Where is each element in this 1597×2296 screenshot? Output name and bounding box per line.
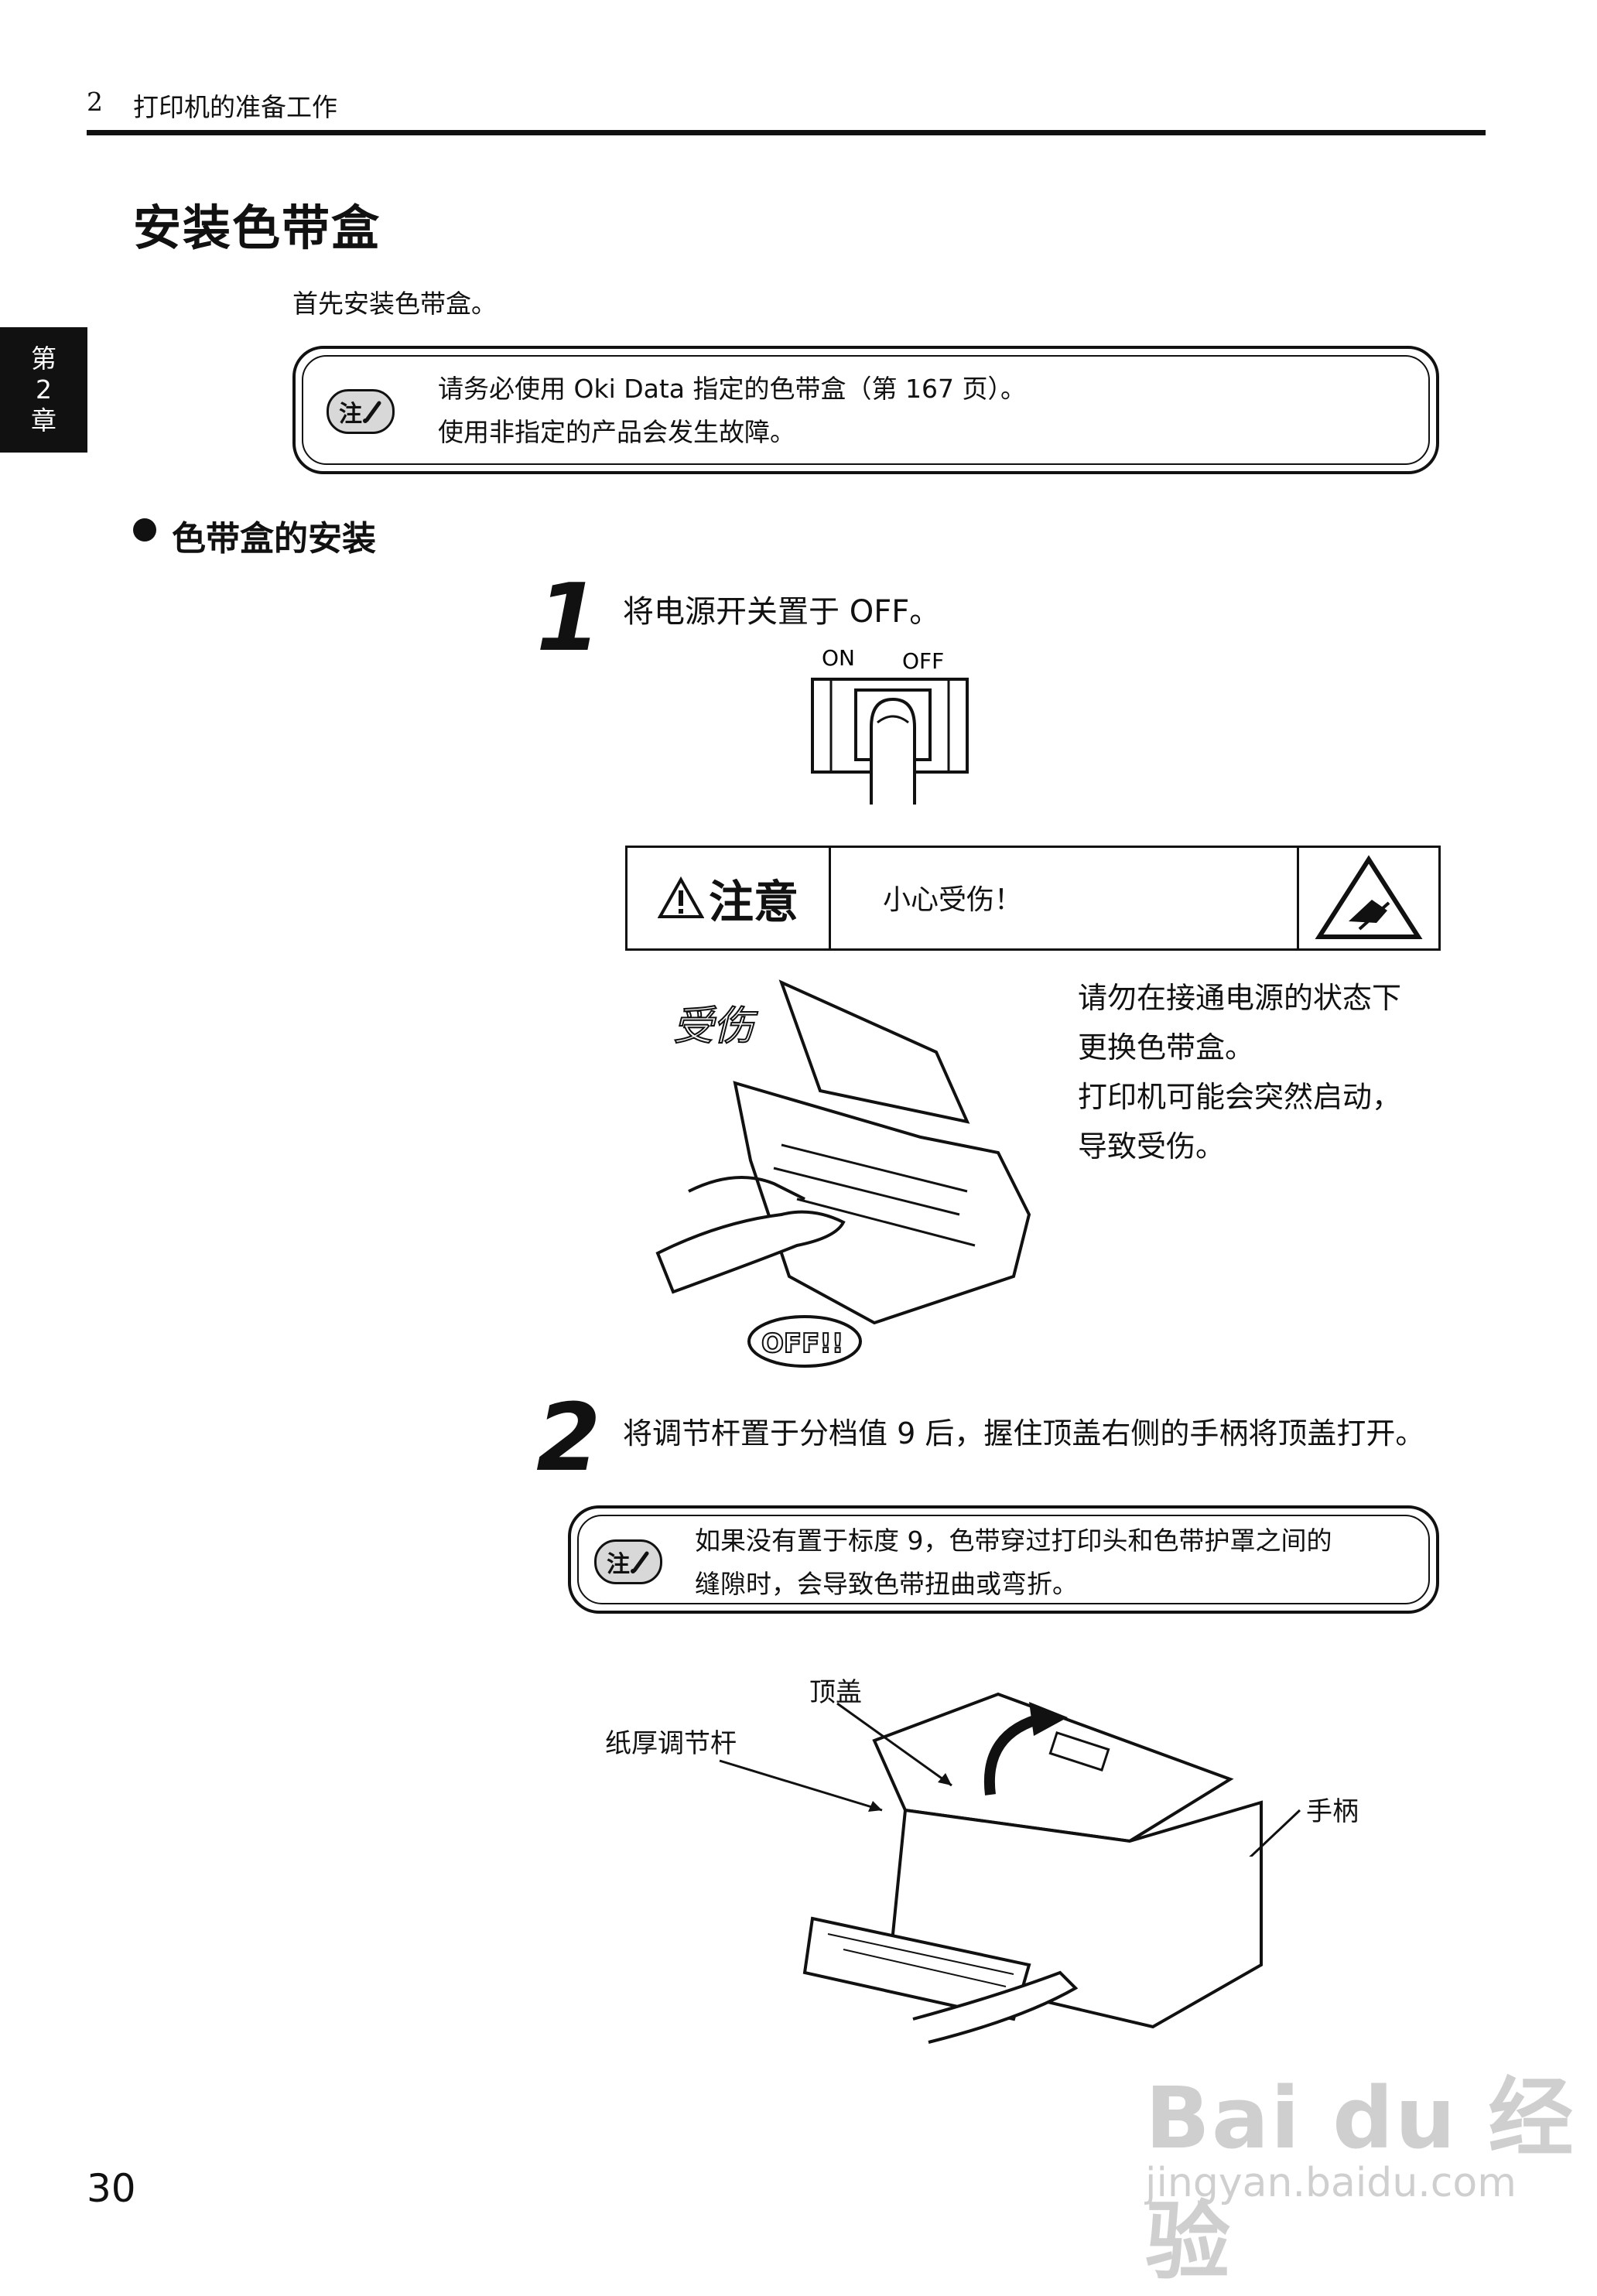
power-switch-illustration: ON OFF (811, 645, 969, 805)
pencil-icon (363, 401, 381, 423)
note-badge-label: 注 (607, 1551, 630, 1578)
note-box-inner (577, 1515, 1430, 1604)
switch-on-label: ON (822, 645, 855, 671)
section-title: 安装色带盒 (133, 200, 381, 256)
chapter-tab-line3: 章 (31, 405, 56, 436)
note-badge-label: 注 (339, 401, 362, 428)
off-callout-label: OFF!! (761, 1328, 843, 1359)
step-2-number: 2 (536, 1385, 601, 1492)
note-badge: 注 (327, 389, 395, 434)
caution-heading-text: 注意 (708, 876, 798, 928)
hand-pinch-hazard-icon (1315, 855, 1423, 939)
printer-top-cover-illustration (802, 1692, 1263, 2044)
header-chapter-title: 打印机的准备工作 (133, 92, 337, 122)
step-2-text: 将调节杆置于分档值 9 后，握住顶盖右侧的手柄将顶盖打开。 (623, 1416, 1425, 1450)
note1-line2: 使用非指定的产品会发生故障。 (438, 417, 795, 447)
watermark-url: jingyan.baidu.com (1145, 2160, 1517, 2206)
paper-thickness-lever-label: 纸厚调节杆 (605, 1728, 737, 1759)
caution-text: 小心受伤！ (883, 884, 1023, 916)
top-cover-label: 顶盖 (809, 1677, 862, 1708)
header-rule (87, 130, 1486, 135)
note-badge: 注 (594, 1539, 662, 1584)
warning-triangle-icon (657, 876, 704, 918)
caution-icon-cell (1297, 848, 1438, 948)
caution-table: 注意 小心受伤！ (625, 846, 1441, 951)
note2-line1: 如果没有置于标度 9，色带穿过打印头和色带护罩之间的 (695, 1526, 1332, 1556)
warning-line-2: 更换色带盒。 (1078, 1030, 1255, 1064)
pencil-icon (631, 1551, 649, 1573)
warning-text: 请勿在接通电源的状态下 更换色带盒。 打印机可能会突然启动， 导致受伤。 (1078, 973, 1401, 1171)
warning-line-4: 导致受伤。 (1078, 1129, 1226, 1163)
handle-label: 手柄 (1306, 1796, 1359, 1827)
note-box-inner (302, 355, 1430, 465)
header-chapter-number: 2 (87, 87, 103, 117)
subsection-title: 色带盒的安装 (172, 519, 376, 559)
section-intro: 首先安装色带盒。 (292, 289, 497, 319)
caution-heading: 注意 (628, 848, 831, 948)
bullet-icon (133, 518, 156, 542)
switch-off-label: OFF (902, 648, 944, 674)
warning-line-3: 打印机可能会突然启动， (1078, 1080, 1402, 1114)
note1-line1: 请务必使用 Oki Data 指定的色带盒（第 167 页）。 (438, 374, 1026, 404)
injury-label: 受伤 (673, 1003, 758, 1050)
page-number: 30 (87, 2166, 136, 2211)
note2-line2: 缝隙时，会导致色带扭曲或弯折。 (695, 1569, 1078, 1599)
step-1-number: 1 (536, 565, 601, 672)
chapter-tab-line1: 第 (31, 343, 56, 374)
injury-warning-illustration: 受伤 OFF!! (655, 979, 1031, 1368)
chapter-tab-line2: 2 (36, 374, 52, 405)
label-leader-lines (719, 1702, 1301, 1857)
note-box-1: 注 请务必使用 Oki Data 指定的色带盒（第 167 页）。 使用非指定的… (292, 346, 1439, 474)
chapter-tab: 第 2 章 (0, 327, 87, 453)
warning-line-1: 请勿在接通电源的状态下 (1078, 981, 1402, 1015)
note-box-2: 注 如果没有置于标度 9，色带穿过打印头和色带护罩之间的 缝隙时，会导致色带扭曲… (568, 1505, 1439, 1614)
step-1-text: 将电源开关置于 OFF。 (623, 594, 941, 630)
